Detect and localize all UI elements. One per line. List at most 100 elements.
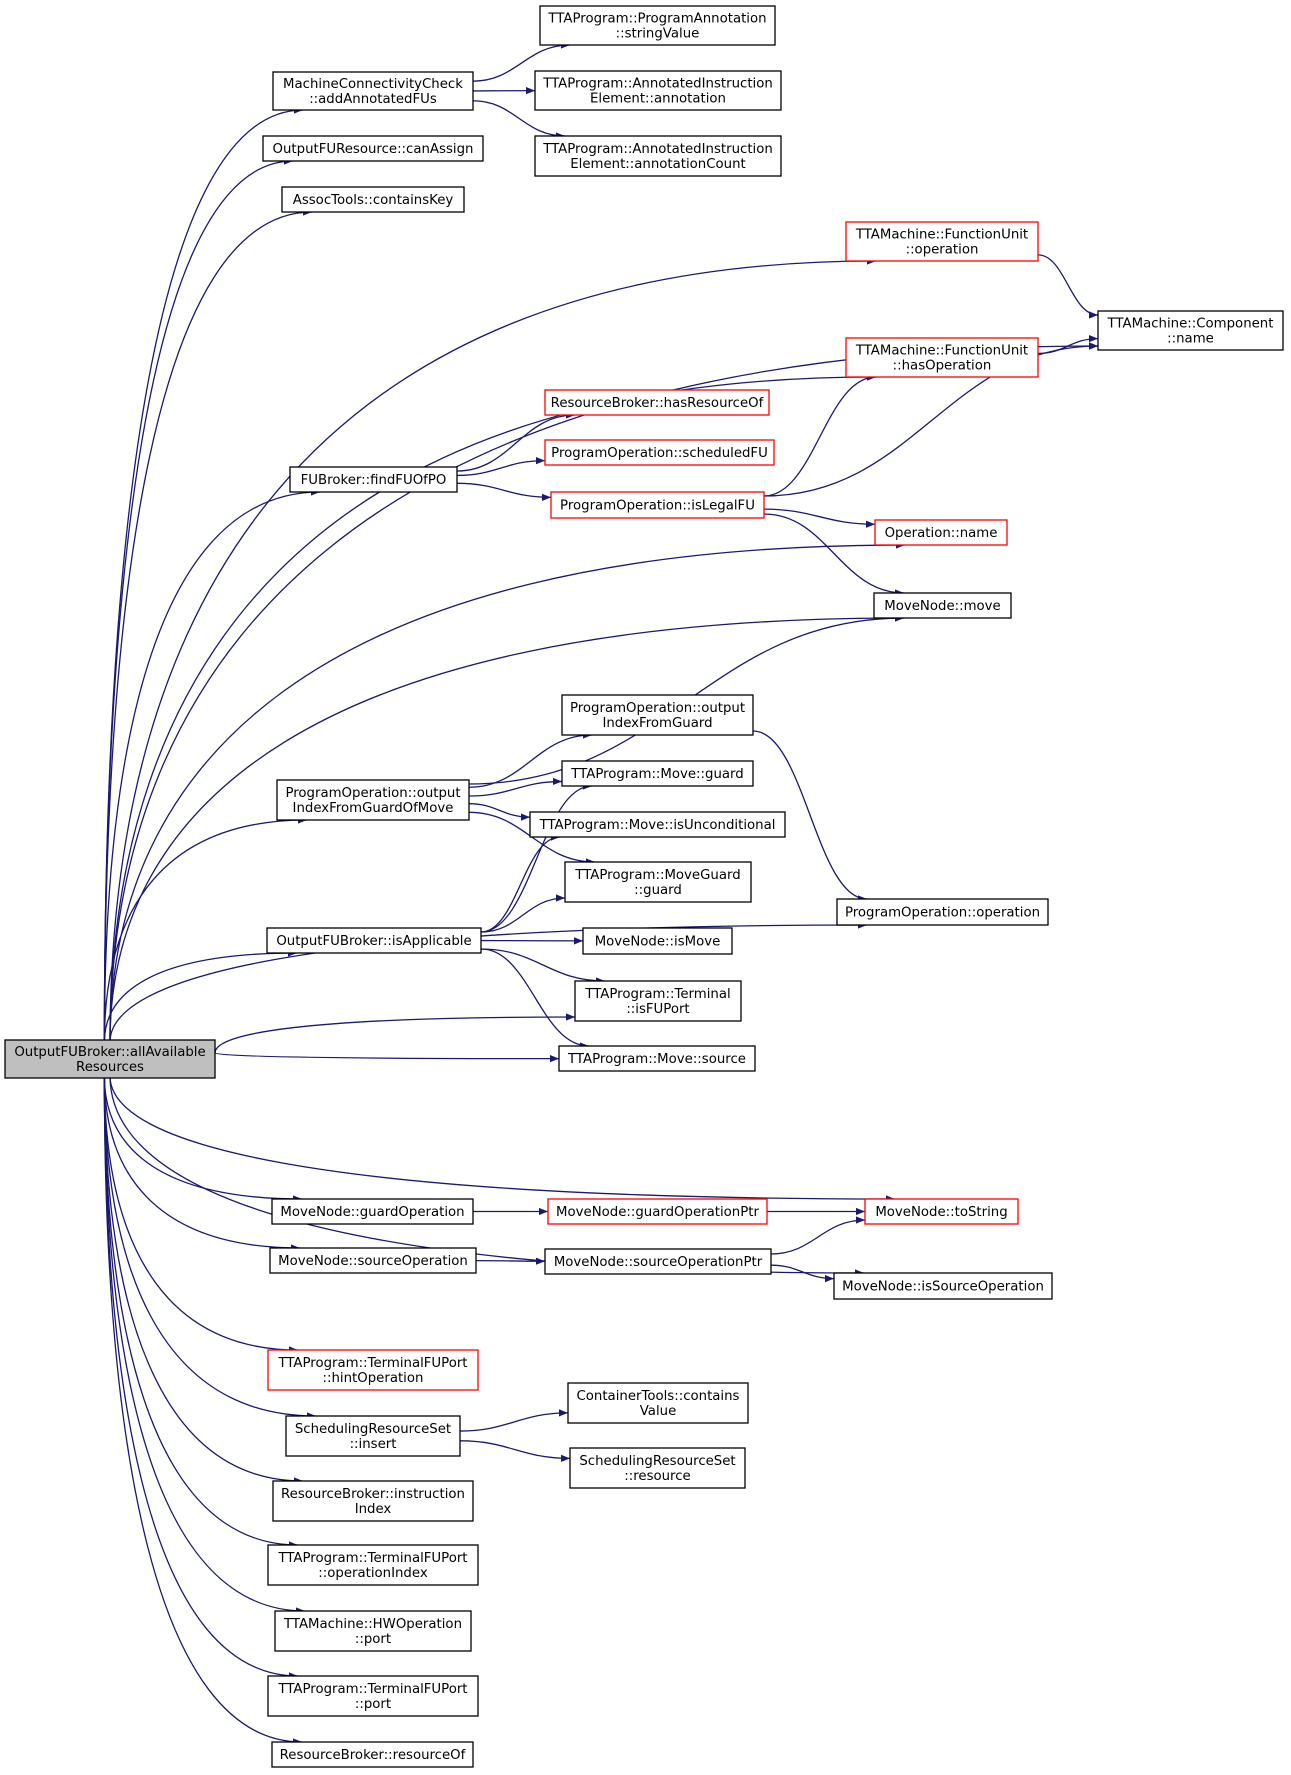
edge-path — [770, 1216, 866, 1255]
node-rb_ro[interactable]: ResourceBroker::resourceOf — [271, 1741, 474, 1768]
edge-path — [109, 342, 1099, 1043]
node-mn_ismove[interactable]: MoveNode::isMove — [582, 927, 733, 955]
node-mn_iso[interactable]: MoveNode::isSourceOperation — [833, 1272, 1053, 1300]
edge-path — [480, 948, 590, 1050]
node-at_ck[interactable]: AssocTools::containsKey — [281, 186, 465, 213]
node-label-line: IndexFromGuardOfMove — [293, 801, 454, 816]
edge-fub_ff-to-rb_hro — [456, 411, 576, 472]
edge-ofb_ia-to-mg_guard — [480, 894, 566, 933]
node-fu_hasop[interactable]: TTAMachine::FunctionUnit::hasOperation — [845, 337, 1039, 378]
node-tfp_ho[interactable]: TTAProgram::TerminalFUPort::hintOperatio… — [267, 1349, 479, 1391]
node-tfp_oi[interactable]: TTAProgram::TerminalFUPort::operationInd… — [267, 1544, 479, 1586]
node-pa_sv[interactable]: TTAProgram::ProgramAnnotation::stringVal… — [539, 5, 776, 46]
node-aie_cnt[interactable]: TTAProgram::AnnotatedInstructionElement:… — [534, 135, 782, 177]
node-mv_src[interactable]: TTAProgram::Move::source — [558, 1045, 756, 1072]
node-po_oifgm[interactable]: ProgramOperation::outputIndexFromGuardOf… — [276, 779, 470, 821]
node-mn_gop[interactable]: MoveNode::guardOperationPtr — [547, 1198, 768, 1225]
edge-root-to-po_oifgm — [103, 816, 308, 1043]
node-mn_ts[interactable]: MoveNode::toString — [864, 1198, 1019, 1225]
node-label-line: ::addAnnotatedFUs — [309, 92, 437, 107]
edge-path — [763, 513, 905, 597]
node-label-line: ::resource — [624, 1469, 690, 1484]
edge-root-to-comp_name — [109, 342, 1099, 1043]
edge-path — [103, 1075, 306, 1615]
node-tfp_port[interactable]: TTAProgram::TerminalFUPort::port — [267, 1675, 479, 1717]
node-label-line: MoveNode::toString — [875, 1205, 1007, 1220]
node-srs_res[interactable]: SchedulingResourceSet::resource — [569, 1447, 746, 1489]
node-ofb_ia[interactable]: OutputFUBroker::isApplicable — [266, 927, 482, 954]
node-ofr_ca[interactable]: OutputFUResource::canAssign — [262, 135, 484, 162]
edge-path — [468, 803, 531, 821]
node-po_ilfu[interactable]: ProgramOperation::isLegalFU — [550, 491, 765, 519]
node-comp_name[interactable]: TTAMachine::Component::name — [1097, 310, 1284, 351]
node-label-line: ProgramOperation::operation — [845, 906, 1040, 921]
node-hwop_port[interactable]: TTAMachine::HWOperation::port — [274, 1610, 472, 1652]
edge-root-to-mv_src — [214, 1052, 560, 1063]
node-label-line: Resources — [76, 1060, 144, 1075]
node-label-line: ::hintOperation — [323, 1371, 424, 1386]
edge-ofb_ia-to-mv_src — [480, 948, 590, 1050]
node-mcc[interactable]: MachineConnectivityCheck::addAnnotatedFU… — [272, 71, 474, 111]
edge-path — [459, 1440, 571, 1462]
node-label-line: ::port — [355, 1697, 391, 1712]
edge-mn_so-to-mn_sop — [475, 1257, 546, 1265]
edge-path — [456, 457, 546, 477]
node-box — [272, 71, 474, 111]
edge-path — [752, 730, 868, 903]
node-term_isfu[interactable]: TTAProgram::Terminal::isFUPort — [574, 980, 742, 1022]
edge-mn_sop-to-mn_iso — [770, 1264, 835, 1283]
node-fu_op[interactable]: TTAMachine::FunctionUnit::operation — [845, 221, 1039, 262]
node-box — [285, 1415, 461, 1457]
node-srs_ins[interactable]: SchedulingResourceSet::insert — [285, 1415, 461, 1457]
node-box — [547, 1198, 768, 1225]
node-mn_so[interactable]: MoveNode::sourceOperation — [269, 1247, 477, 1274]
edge-srs_ins-to-ct_cv — [459, 1409, 569, 1432]
edge-path — [109, 257, 877, 1043]
node-label-line: Element::annotationCount — [570, 157, 745, 172]
node-mg_guard[interactable]: TTAProgram::MoveGuard::guard — [564, 861, 752, 903]
node-box — [544, 439, 775, 466]
edge-path — [763, 342, 1099, 497]
node-label-line: ::stringValue — [616, 27, 700, 42]
node-label-line: MoveNode::sourceOperationPtr — [554, 1255, 763, 1270]
node-box — [1097, 310, 1284, 351]
edge-path — [770, 1264, 835, 1283]
node-fub_ff[interactable]: FUBroker::findFUOfPO — [289, 466, 458, 493]
node-mv_guard[interactable]: TTAProgram::Move::guard — [561, 760, 754, 787]
edge-root-to-rb_ro — [103, 1075, 303, 1746]
edge-root-to-hwop_port — [103, 1075, 306, 1615]
edge-root-to-tfp_ho — [103, 1075, 299, 1354]
edge-po_oifg-to-po_op — [752, 730, 868, 903]
node-mn_sop[interactable]: MoveNode::sourceOperationPtr — [544, 1248, 772, 1275]
node-box — [550, 491, 765, 519]
edge-path — [763, 508, 876, 528]
edge-root-to-term_isfu — [214, 1013, 576, 1054]
node-label-line: MoveNode::isSourceOperation — [842, 1280, 1044, 1295]
node-label-line: TTAMachine::FunctionUnit — [855, 344, 1028, 359]
node-aie_ann[interactable]: TTAProgram::AnnotatedInstructionElement:… — [534, 70, 782, 111]
edge-path — [103, 1075, 303, 1203]
node-label-line: Operation::name — [885, 526, 998, 541]
edge-po_oifgm-to-mv_guard — [468, 777, 563, 797]
node-op_name[interactable]: Operation::name — [874, 519, 1008, 546]
node-label-line: ProgramOperation::isLegalFU — [560, 499, 755, 514]
node-mn_go[interactable]: MoveNode::guardOperation — [271, 1198, 474, 1225]
node-label-line: Element::annotation — [590, 92, 726, 107]
edge-path — [103, 1075, 301, 1252]
node-label-line: TTAProgram::Move::source — [567, 1052, 746, 1067]
node-label-line: ::hasOperation — [893, 359, 992, 374]
node-mn_move[interactable]: MoveNode::move — [873, 592, 1012, 619]
node-box — [272, 1480, 474, 1522]
edge-root-to-po_op — [109, 921, 868, 1043]
node-mv_isu[interactable]: TTAProgram::Move::isUnconditional — [529, 811, 786, 838]
edge-fub_ff-to-po_ilfu — [456, 482, 552, 501]
node-rb_hro[interactable]: ResourceBroker::hasResourceOf — [544, 389, 770, 416]
node-po_op[interactable]: ProgramOperation::operation — [836, 898, 1049, 926]
node-label-line: TTAProgram::AnnotatedInstruction — [542, 142, 773, 157]
node-po_sfu[interactable]: ProgramOperation::scheduledFU — [544, 439, 775, 466]
